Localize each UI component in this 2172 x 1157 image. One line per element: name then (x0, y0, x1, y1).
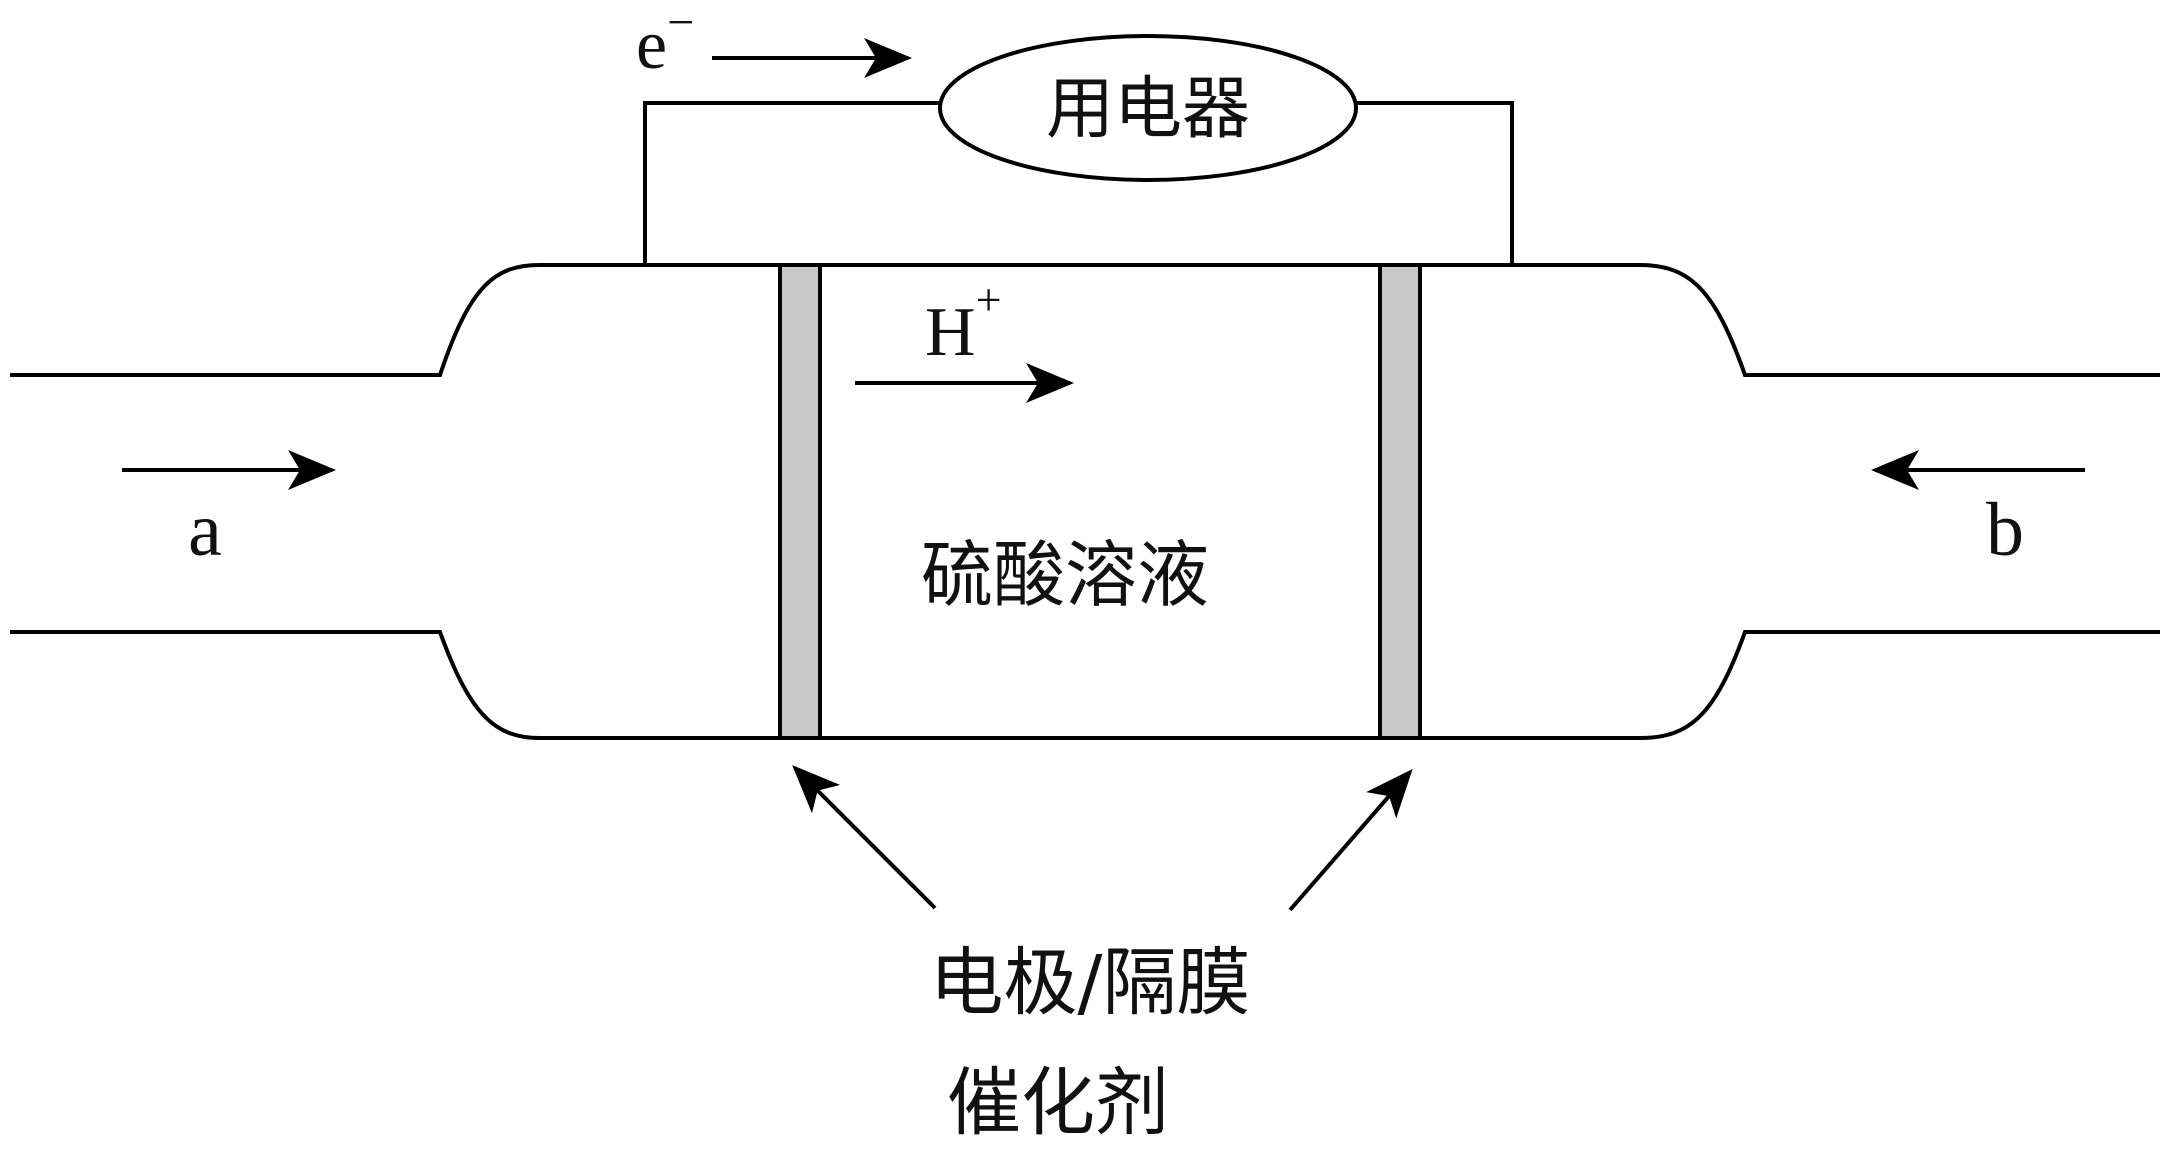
electron-charge: − (667, 0, 694, 49)
pointer-arrow-left-electrode (792, 765, 937, 910)
load-device-ellipse (938, 34, 1358, 182)
arrows (122, 38, 2085, 912)
external-circuit (643, 34, 1514, 265)
load-device-label: 用电器 (1046, 70, 1250, 149)
electrode-membrane-label: 电极/隔膜 (930, 940, 1251, 1026)
proton-charge: + (976, 274, 1002, 325)
electrode-right-strip (1380, 267, 1420, 736)
cell-body (10, 263, 2160, 740)
proton-label: H+ (925, 274, 1002, 371)
cell-outline-top (10, 263, 2160, 377)
cell-outline-bottom (10, 630, 2160, 740)
inlet-b-label: b (1986, 488, 2024, 572)
circuit-wire-left (643, 101, 940, 265)
catalyst-label: 催化剂 (947, 1060, 1169, 1146)
electrolyte-label: 硫酸溶液 (921, 533, 1209, 617)
circuit-wire-right (1355, 101, 1514, 265)
electron-symbol: e (636, 7, 667, 84)
pointer-arrow-right-electrode (1288, 768, 1413, 912)
inlet-a-label: a (188, 488, 222, 572)
electrodes (778, 265, 1422, 738)
electron-label: e− (636, 0, 694, 84)
electrode-left-strip (780, 267, 820, 736)
proton-symbol: H (925, 294, 976, 371)
